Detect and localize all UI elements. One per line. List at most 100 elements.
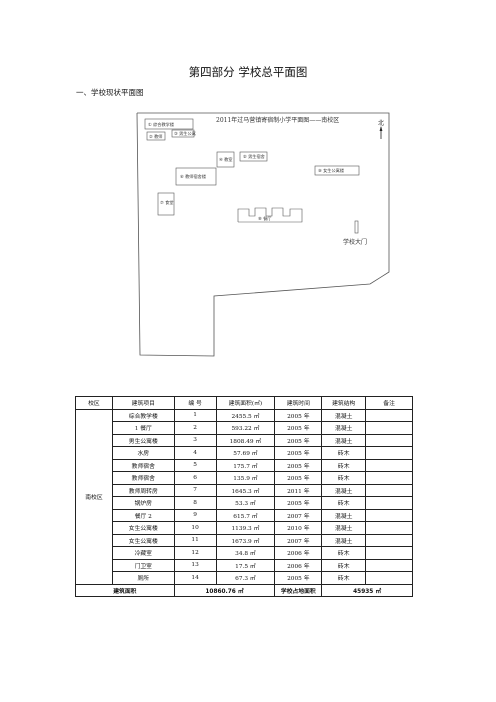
year-cell: 2005 年	[274, 433, 323, 447]
map-label-7: ⑦ 食堂	[160, 199, 173, 206]
site-boundary	[136, 112, 390, 357]
map-labels: ① 综合教学楼 ② 教师 ③ 男生公寓 ④ 教室 ⑤ 男生宿舍 ⑥ 教师宿舍楼 …	[148, 121, 344, 222]
building-2	[146, 131, 166, 141]
site-plan-map: 2011年过马营镇寄宿制小学平面图——南校区 北 ① 综合教学楼 ② 教师 ③ …	[136, 112, 390, 357]
number-cell: 7	[173, 483, 217, 497]
year-cell: 2011 年	[274, 483, 323, 497]
north-arrow-icon	[379, 126, 383, 139]
notes-cell	[365, 558, 413, 572]
header-year: 建筑时间	[274, 396, 323, 410]
area-cell: 57.69 ㎡	[215, 446, 276, 460]
structure-cell: 砖木	[321, 446, 367, 460]
project-cell: 水房	[111, 446, 175, 460]
area-cell: 34.8 ㎡	[215, 546, 276, 560]
building-4	[216, 151, 235, 168]
structure-cell: 砖木	[321, 471, 367, 485]
building-5	[239, 151, 268, 162]
number-cell: 4	[173, 446, 217, 460]
total-value: 10860.76 ㎡	[173, 583, 276, 597]
year-cell: 2005 年	[274, 408, 323, 422]
page-title: 第四部分 学校总平面图	[188, 65, 308, 79]
structure-cell: 砖木	[321, 496, 367, 510]
project-cell: 厕所	[111, 571, 175, 585]
gate-post	[354, 220, 359, 234]
year-cell: 2010 年	[274, 521, 323, 535]
notes-cell	[365, 408, 413, 422]
number-cell: 10	[173, 521, 217, 535]
notes-cell	[365, 496, 413, 510]
notes-cell	[365, 483, 413, 497]
table-header-row: 校区 建筑项目 编 号 建筑面积(㎡) 建筑时间 建筑结构 备注	[75, 396, 413, 410]
building-3	[171, 129, 195, 138]
project-cell: 1 餐厅	[111, 421, 175, 435]
area-cell: 175.7 ㎡	[215, 458, 276, 472]
building-7	[157, 192, 175, 216]
area-cell: 53.3 ㎡	[215, 496, 276, 510]
structure-cell: 混凝土	[321, 408, 367, 422]
map-label-3: ③ 男生公寓	[174, 130, 196, 137]
number-cell: 8	[173, 496, 217, 510]
project-cell: 餐厅 2	[111, 508, 175, 522]
project-cell: 男生公寓楼	[111, 433, 175, 447]
structure-cell: 砖木	[321, 571, 367, 585]
project-cell: 冷藏室	[111, 546, 175, 560]
north-label: 北	[378, 119, 384, 127]
structure-cell: 混凝土	[321, 421, 367, 435]
area-cell: 615.7 ㎡	[215, 508, 276, 522]
structure-cell: 砖木	[321, 458, 367, 472]
structure-cell: 混凝土	[321, 508, 367, 522]
area-cell: 2455.5 ㎡	[215, 408, 276, 422]
building-table: 校区 建筑项目 编 号 建筑面积(㎡) 建筑时间 建筑结构 备注 南校区综合教学…	[75, 396, 413, 597]
number-cell: 6	[173, 471, 217, 485]
section-heading: 一、学校现状平面图	[76, 88, 144, 97]
number-cell: 2	[173, 421, 217, 435]
number-cell: 5	[173, 458, 217, 472]
header-campus: 校区	[75, 396, 113, 410]
map-label-6: ⑥ 教师宿舍楼	[180, 173, 206, 180]
header-notes: 备注	[365, 396, 413, 410]
header-number: 编 号	[173, 396, 217, 410]
year-cell: 2006 年	[274, 546, 323, 560]
number-cell: 9	[173, 508, 217, 522]
year-cell: 2005 年	[274, 496, 323, 510]
number-cell: 12	[173, 546, 217, 560]
area-cell: 17.5 ㎡	[215, 558, 276, 572]
map-label-2: ② 教师	[149, 133, 162, 140]
notes-cell	[365, 458, 413, 472]
year-cell: 2007 年	[274, 533, 323, 547]
number-cell: 14	[173, 571, 217, 585]
structure-cell: 砖木	[321, 558, 367, 572]
map-label-5: ⑤ 男生宿舍	[243, 153, 266, 160]
map-label-8: ⑧ 餐厅	[258, 215, 271, 222]
project-cell: 锅炉房	[111, 496, 175, 510]
building-9	[314, 165, 360, 176]
campus-cell: 南校区	[75, 408, 113, 585]
structure-cell: 混凝土	[321, 521, 367, 535]
year-cell: 2005 年	[274, 571, 323, 585]
project-cell: 教师宿舍	[111, 458, 175, 472]
year-cell: 2007 年	[274, 508, 323, 522]
gate-label: 学校大门	[343, 238, 367, 246]
number-cell: 1	[173, 408, 217, 422]
notes-cell	[365, 571, 413, 585]
number-cell: 13	[173, 558, 217, 572]
structure-cell: 混凝土	[321, 433, 367, 447]
notes-cell	[365, 546, 413, 560]
land-label: 学校占地面积	[274, 583, 323, 597]
structure-cell: 混凝土	[321, 483, 367, 497]
total-label: 建筑面积	[75, 583, 175, 597]
notes-cell	[365, 508, 413, 522]
area-cell: 67.3 ㎡	[215, 571, 276, 585]
notes-cell	[365, 521, 413, 535]
